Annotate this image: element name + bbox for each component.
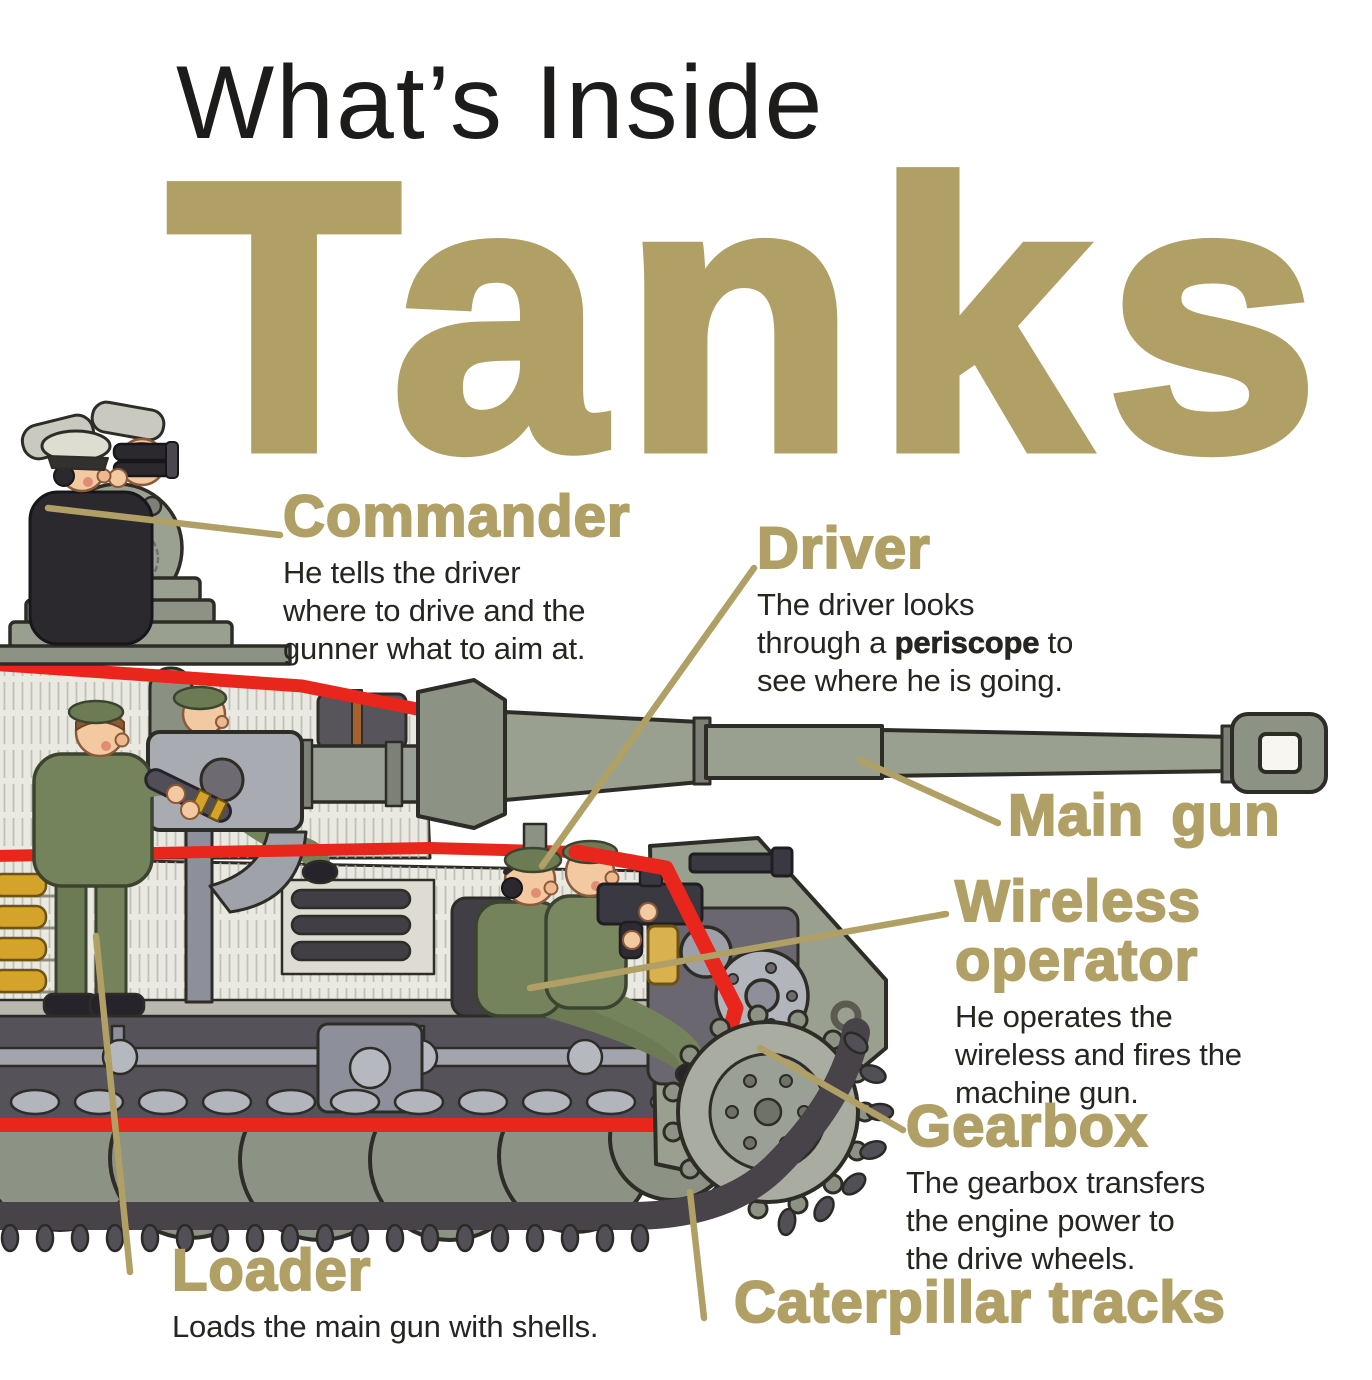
label-gearbox: Gearbox The gearbox transfers the engine… <box>905 1094 1206 1278</box>
wireless-operator-description: He operates the wireless and fires the m… <box>955 999 1242 1111</box>
driver-heading: Driver <box>756 516 931 581</box>
caterpillar-tracks-leader-line <box>686 1188 708 1322</box>
shell-rack <box>280 878 436 976</box>
loader-heading: Loader <box>171 1238 372 1303</box>
label-caterpillar-tracks: Caterpillar tracks <box>733 1270 1226 1335</box>
leader-lines <box>44 504 1002 1322</box>
gearbox-leader-line <box>756 1044 907 1134</box>
label-commander: Commander He tells the driver where to d… <box>282 484 631 668</box>
label-main-gun: Main gun <box>1007 783 1281 848</box>
commander-description: He tells the driver where to drive and t… <box>283 555 586 666</box>
driver-figure <box>450 846 723 1097</box>
driver-description: The driver looks through a periscope to … <box>757 587 1074 698</box>
main-gun-barrel <box>416 678 1328 830</box>
driver-leader-line <box>538 564 758 870</box>
commander-heading: Commander <box>282 484 631 549</box>
main-gun-leader-line <box>856 756 1002 827</box>
caterpillar-track <box>0 1018 870 1230</box>
main-gun-heading: Main gun <box>1007 783 1281 848</box>
turret-cut-red-top <box>0 658 429 717</box>
wireless-operator-heading: Wireless operator <box>954 869 1202 994</box>
loader-description: Loads the main gun with shells. <box>172 1309 599 1344</box>
gearbox-heading: Gearbox <box>905 1094 1149 1159</box>
page-title: What’s Inside <box>176 45 825 161</box>
track-cleats <box>0 1031 895 1253</box>
wireless-operator-leader-line <box>526 910 950 992</box>
gearbox-description: The gearbox transfers the engine power t… <box>906 1165 1206 1276</box>
commander-figure <box>20 400 179 646</box>
page-title-main: Tanks <box>162 104 1339 529</box>
loader-figure <box>32 699 232 1018</box>
caterpillar-tracks-heading: Caterpillar tracks <box>733 1270 1226 1335</box>
label-wireless-operator: Wireless operator He operates the wirele… <box>954 869 1242 1112</box>
label-loader: Loader Loads the main gun with shells. <box>171 1238 599 1346</box>
ammo-rack <box>0 872 68 994</box>
loader-leader-line <box>92 932 134 1276</box>
commander-leader-line <box>44 504 284 539</box>
hull-cut-red-lower <box>0 1118 658 1132</box>
label-driver: Driver The driver looks through a perisc… <box>756 516 1074 700</box>
